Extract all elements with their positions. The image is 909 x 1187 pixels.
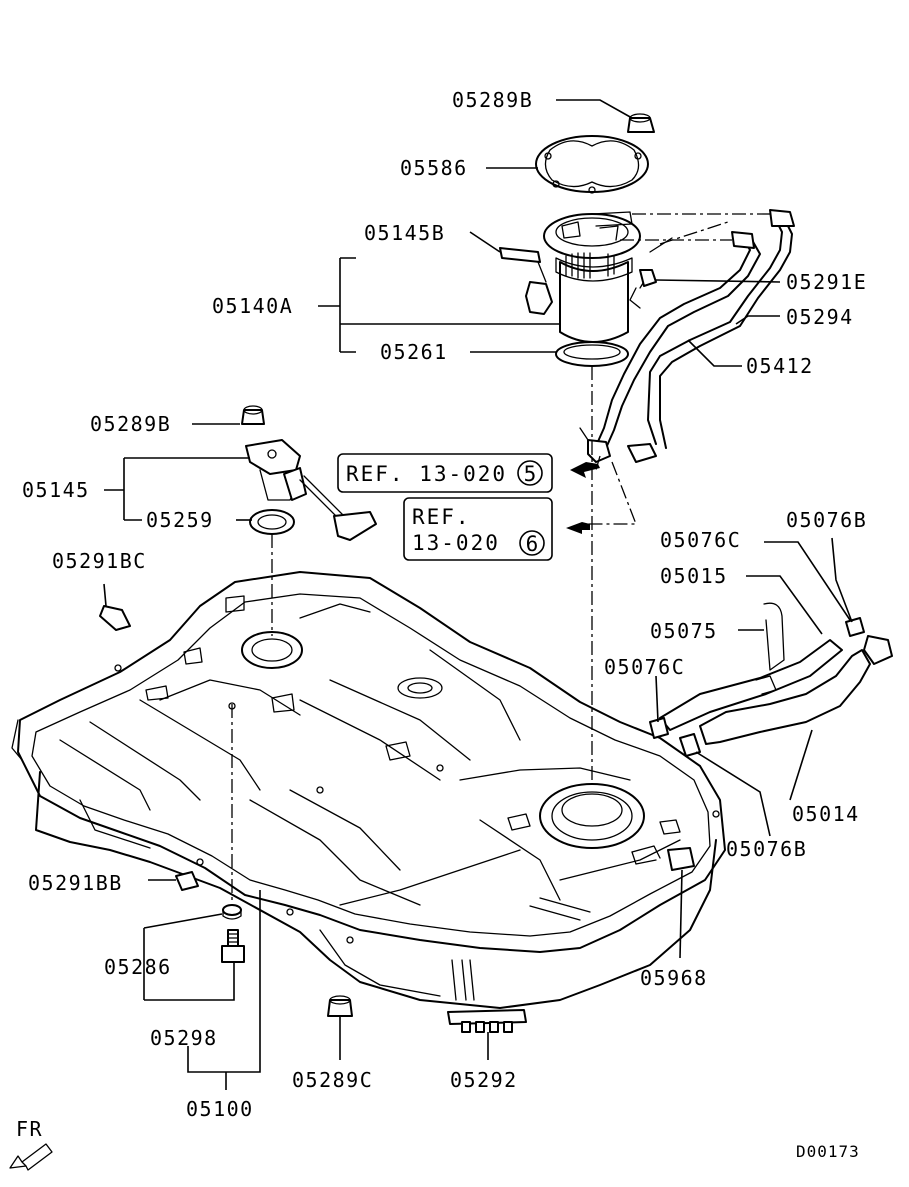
label-05286: 05286 <box>104 955 172 979</box>
label-05076c-top: 05076C <box>660 528 741 552</box>
label-05014: 05014 <box>792 802 860 826</box>
clip-05291bb <box>175 871 199 891</box>
label-05586: 05586 <box>400 156 468 180</box>
fuel-pump-module <box>499 211 651 367</box>
label-05298: 05298 <box>150 1026 218 1050</box>
leader-lines <box>103 99 853 1090</box>
nut-05289b-top <box>627 113 655 133</box>
bolt-05298 <box>221 929 245 963</box>
label-05145b: 05145B <box>364 221 445 245</box>
label-05076b-low: 05076B <box>726 837 807 861</box>
filler-hoses <box>649 602 893 757</box>
label-05292: 05292 <box>450 1068 518 1092</box>
fuel-gauge-unit-05145 <box>241 405 377 541</box>
reference-line2-6: 13-020 <box>412 531 500 555</box>
label-05015: 05015 <box>660 564 728 588</box>
label-05259: 05259 <box>146 508 214 532</box>
label-05075: 05075 <box>650 619 718 643</box>
reference-box-5: REF. 13-020 5 <box>337 453 553 493</box>
ref-arrow-5 <box>570 462 600 478</box>
clip-05291bc <box>99 605 131 631</box>
label-05291bc: 05291BC <box>52 549 147 573</box>
alignment-lines <box>231 366 637 900</box>
label-05100: 05100 <box>186 1097 254 1121</box>
connector-05292 <box>447 1009 527 1033</box>
nut-05289c <box>327 995 353 1017</box>
reference-circled-5: 5 <box>524 462 537 486</box>
label-05968: 05968 <box>640 966 708 990</box>
fuel-tubes <box>579 209 795 463</box>
label-05289b-mid: 05289B <box>90 412 171 436</box>
reference-box-6: REF. 13-020 6 <box>403 497 553 561</box>
direction-label: FR <box>16 1117 43 1141</box>
front-direction-indicator: FR <box>9 1117 53 1171</box>
reference-circled-6: 6 <box>526 532 539 556</box>
label-05412: 05412 <box>746 354 814 378</box>
label-05291bb: 05291BB <box>28 871 123 895</box>
drawing-code: D00173 <box>796 1142 860 1161</box>
label-05289b-top: 05289B <box>452 88 533 112</box>
label-05261: 05261 <box>380 340 448 364</box>
lock-ring-05586 <box>535 135 649 194</box>
label-05294: 05294 <box>786 305 854 329</box>
reference-line1-6: REF. <box>412 505 471 529</box>
label-05076b-top: 05076B <box>786 508 867 532</box>
label-05289c: 05289C <box>292 1068 373 1092</box>
label-05291e: 05291E <box>786 270 867 294</box>
label-05145: 05145 <box>22 478 90 502</box>
reference-text-5: REF. 13-020 <box>346 462 507 486</box>
ref-arrow-6 <box>566 522 590 534</box>
bracket-small <box>631 851 657 865</box>
fuel-tank <box>11 571 726 1009</box>
part-labels: 05289B 05586 05145B 05291E 05140A 05294 … <box>22 88 867 1121</box>
bushing-05286 <box>222 904 242 920</box>
bracket-05968 <box>667 847 695 871</box>
label-05140a: 05140A <box>212 294 293 318</box>
label-05076c-mid: 05076C <box>604 655 685 679</box>
front-arrow-icon <box>9 1143 53 1171</box>
